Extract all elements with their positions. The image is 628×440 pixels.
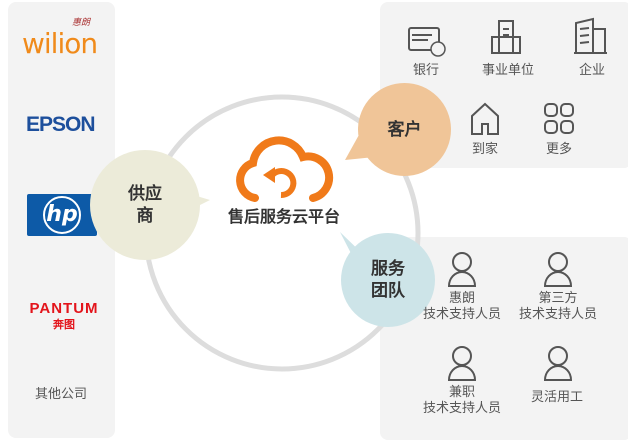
building-icon bbox=[491, 20, 521, 54]
service-title-line2: 团队 bbox=[371, 281, 405, 301]
service-title-line1: 服务 bbox=[371, 259, 405, 279]
customer-bubble: 客户 bbox=[358, 83, 451, 176]
customer-label-bank: 银行 bbox=[412, 63, 440, 78]
team-label-flexible: 灵活用工 bbox=[530, 390, 584, 405]
bank-card-icon bbox=[408, 27, 446, 57]
epson-logo: EPSON bbox=[26, 113, 96, 136]
customer-title: 客户 bbox=[387, 119, 422, 140]
team-label-line2: 技术支持人员 bbox=[422, 307, 502, 322]
pantum-logo-text: PANTUM bbox=[29, 300, 99, 317]
supplier-title-line2: 商 bbox=[136, 206, 154, 226]
wilion-logo: 惠朗 wilion bbox=[22, 18, 102, 68]
person-icon bbox=[543, 252, 573, 287]
other-companies-label: 其他公司 bbox=[34, 387, 88, 402]
person-icon bbox=[543, 346, 573, 381]
team-label-line1: 第三方 bbox=[538, 291, 578, 306]
pantum-logo: PANTUM 奔图 bbox=[20, 300, 108, 332]
wilion-logo-text: wilion bbox=[22, 27, 98, 60]
person-icon bbox=[447, 346, 477, 381]
team-label-part-time: 兼职技术支持人员 bbox=[423, 385, 501, 417]
hp-logo-text: hp bbox=[43, 196, 81, 234]
pantum-logo-cn: 奔图 bbox=[53, 318, 75, 331]
office-icon bbox=[574, 17, 607, 54]
customer-label-institution: 事业单位 bbox=[481, 63, 535, 78]
service-team-bubble: 服务团队 bbox=[341, 233, 435, 327]
team-label-line2: 技术支持人员 bbox=[422, 401, 502, 416]
customer-label-enterprise: 企业 bbox=[578, 63, 606, 78]
team-label-line1: 惠朗 bbox=[448, 291, 476, 306]
wilion-logo-cn: 惠朗 bbox=[72, 18, 91, 28]
team-label-line1: 兼职 bbox=[448, 385, 476, 400]
customer-label-more: 更多 bbox=[545, 142, 573, 157]
home-icon bbox=[471, 102, 499, 135]
supplier-bubble: 供应商 bbox=[90, 150, 200, 260]
customer-label-home: 到家 bbox=[471, 142, 499, 157]
grid-icon bbox=[544, 103, 574, 134]
supplier-title-line1: 供应 bbox=[128, 184, 162, 204]
team-label-line2: 技术支持人员 bbox=[518, 307, 598, 322]
hp-logo: hp bbox=[27, 194, 97, 236]
team-label-wilion: 惠朗技术支持人员 bbox=[423, 291, 501, 323]
person-icon bbox=[447, 252, 477, 287]
platform-title: 售后服务云平台 bbox=[227, 207, 341, 226]
team-label-third-party: 第三方技术支持人员 bbox=[519, 291, 597, 323]
cloud-refresh-icon bbox=[236, 136, 334, 202]
